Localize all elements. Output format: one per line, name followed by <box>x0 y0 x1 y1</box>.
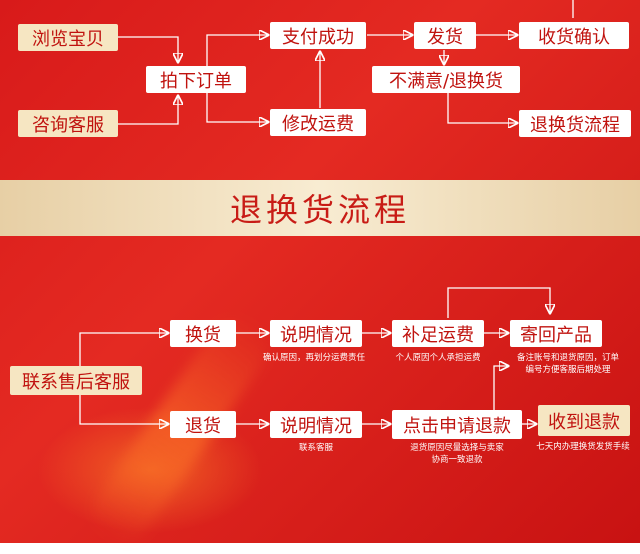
browse-box: 浏览宝贝 <box>18 24 118 51</box>
send-back-box: 寄回产品 <box>510 320 602 347</box>
banner-title: 退换货流程 <box>229 191 410 229</box>
note-receive: 七天内办理换货发货手续 <box>536 442 630 452</box>
note-send-back-1: 备注账号和退货原因，订单 <box>516 353 619 363</box>
receive-refund-box: 收到退款 <box>538 405 630 436</box>
line-order-pay <box>206 35 268 79</box>
pay-success-box: 支付成功 <box>270 22 366 49</box>
note-apply-1: 退货原因尽量选择与卖家 <box>410 443 504 453</box>
modify-fee-box: 修改运费 <box>270 109 366 136</box>
explain-box-2: 说明情况 <box>270 411 362 438</box>
ship-box: 发货 <box>414 22 476 49</box>
confirm-box: 收货确认 <box>519 22 629 49</box>
line-order-modify <box>206 79 268 122</box>
line-contact-refund <box>79 394 168 424</box>
note-supplement: 个人原因个人承担运费 <box>395 353 481 363</box>
supplement-fee-box: 补足运费 <box>392 320 484 347</box>
line-contact-exchange <box>79 333 168 368</box>
note-send-back-2: 编号方便客服后期处理 <box>525 365 611 375</box>
explain-box-1: 说明情况 <box>270 320 362 347</box>
line-supplement-sendback-top <box>447 287 550 318</box>
apply-refund-box: 点击申请退款 <box>392 410 522 439</box>
line-apply-sendback <box>493 366 508 412</box>
order-box: 拍下订单 <box>146 66 246 93</box>
contact-service-box: 联系售后客服 <box>10 366 142 395</box>
exchange-box: 换货 <box>170 320 236 347</box>
refund-box: 退货 <box>170 411 236 438</box>
section-banner: 退换货流程 <box>0 180 640 236</box>
dissatisfied-box: 不满意/退换货 <box>372 66 520 93</box>
line-consult-order <box>117 96 178 125</box>
line-browse-order <box>117 36 178 62</box>
return-flow-box: 退换货流程 <box>519 110 631 137</box>
note-apply-2: 协商一致退款 <box>431 455 483 465</box>
line-dissatisfied-return <box>447 90 517 123</box>
consult-box: 咨询客服 <box>18 110 118 137</box>
note-explain-1: 确认原因，再划分运费责任 <box>262 353 365 363</box>
note-explain-2: 联系客服 <box>298 443 333 453</box>
